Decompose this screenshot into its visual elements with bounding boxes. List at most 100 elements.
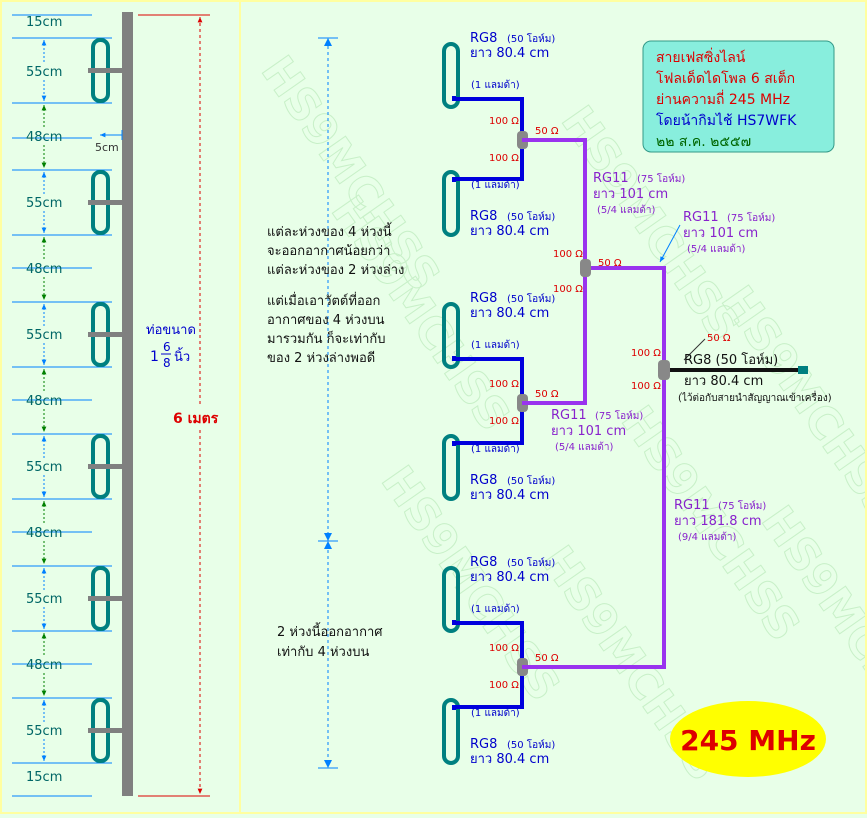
note-line: อากาศของ 4 ห่วงบน [267, 313, 385, 328]
rg8-impedance-label: (50 โอห์ม) [507, 556, 555, 569]
rg8-impedance-label: (50 โอห์ม) [507, 32, 555, 45]
feed-line-label: RG8 (50 โอห์ม) [684, 352, 778, 368]
pipe-label: ท่อขนาด [146, 323, 196, 338]
pointer-arrow [659, 224, 681, 263]
impedance-100-label: 100 Ω [631, 348, 661, 359]
rg11-length-label: ยาว 101 cm [551, 424, 626, 439]
frequency-badge: 245 MHz [670, 701, 826, 777]
rg11-cable [585, 266, 666, 370]
rg8-impedance-label: (50 โอห์ม) [507, 738, 555, 751]
rg8-impedance-label: (50 โอห์ม) [507, 292, 555, 305]
impedance-50-label: 50 Ω [535, 389, 559, 400]
note-line: 2 ห่วงนี้ออกอากาศ [277, 622, 383, 640]
rg11-wavelength-label: (5/4 แลมด้า) [687, 243, 745, 255]
gap-5cm-label: 5cm [95, 141, 119, 154]
segment-label: 48cm [26, 658, 62, 673]
impedance-100-label: 100 Ω [489, 416, 519, 427]
rg8-cable [452, 96, 524, 140]
pipe-size-unit: นิ้ว [174, 347, 190, 365]
note-line: จะออกอากาศน้อยกว่า [267, 244, 390, 259]
rg8-wavelength-label: (1 แลมด้า) [471, 603, 520, 615]
frequency-badge-text: 245 MHz [680, 724, 816, 757]
segment-label: 55cm [26, 460, 62, 475]
impedance-50-label: 50 Ω [535, 653, 559, 664]
note-line: เท่ากับ 4 ห่วงบน [277, 645, 369, 660]
feed-connector-icon [798, 366, 808, 374]
note-arrow-mid-down [324, 541, 332, 549]
rg8-label: RG8 [470, 473, 497, 488]
rg8-impedance-label: (50 โอห์ม) [507, 474, 555, 487]
folded-dipole-icon [442, 42, 460, 109]
segment-label: 55cm [26, 196, 62, 211]
impedance-50-label: 50 Ω [598, 258, 622, 269]
title-line-4: โดยน้ากิมไช้ HS7WFK [656, 112, 797, 129]
segment-label: 55cm [26, 65, 62, 80]
rg8-cable [452, 403, 524, 446]
rg8-length-label: ยาว 80.4 cm [470, 306, 549, 321]
segment-label: 48cm [26, 262, 62, 277]
segment-label: 48cm [26, 526, 62, 541]
rg8-wavelength-label: (1 แลมด้า) [471, 179, 520, 191]
rg8-length-label: ยาว 80.4 cm [470, 570, 549, 585]
rg11-long-cable [522, 370, 666, 669]
impedance-50-label: 50 Ω [535, 126, 559, 137]
main-junction-connector [658, 360, 670, 380]
impedance-100-label: 100 Ω [489, 643, 519, 654]
rg11-label: RG11 [683, 210, 719, 225]
note-line: แต่เมื่อเอาวัตต์ที่ออก [267, 292, 380, 309]
rg8-length-label: ยาว 80.4 cm [470, 224, 549, 239]
feed-length-label: ยาว 80.4 cm [684, 374, 763, 389]
rg11-wavelength-label: (9/4 แลมด้า) [678, 531, 736, 543]
note-arrow-mid-up [324, 533, 332, 541]
antenna-elevation: 15cm55cm48cm55cm48cm55cm48cm55cm48cm55cm… [12, 12, 219, 797]
pipe-size-denominator: 8 [163, 356, 171, 370]
title-line-5: ๒๒ ส.ค. ๒๕๕๗ [656, 134, 751, 150]
notes-group: แต่ละห่วงของ 4 ห่วงนี้จะออกอากาศน้อยกว่า… [267, 37, 404, 769]
segment-label: 55cm [26, 328, 62, 343]
note-line: แต่ละห่วงของ 2 ห่วงล่าง [267, 263, 404, 278]
rg11-wavelength-label: (5/4 แลมด้า) [555, 441, 613, 453]
note-arrow-bottom [324, 760, 332, 768]
title-line-1: สายเฟสซิ่งไลน์ [656, 48, 746, 66]
rg11-cable [522, 268, 587, 405]
segment-label: 15cm [26, 770, 62, 785]
rg8-length-label: ยาว 80.4 cm [470, 752, 549, 767]
impedance-100-label: 100 Ω [489, 379, 519, 390]
folded-dipole-icon [442, 698, 460, 765]
rg11-label: RG11 [593, 171, 629, 186]
folded-dipole-icon [442, 170, 460, 237]
folded-dipole-icon [442, 302, 460, 369]
rg11-length-label: ยาว 101 cm [683, 226, 758, 241]
impedance-100-label: 100 Ω [553, 249, 583, 260]
rg8-cable [452, 140, 524, 182]
frequency-badge-bg [670, 701, 826, 777]
title-line-2: โฟลเด็ดไดโพล 6 สเต็ก [656, 69, 795, 87]
rg8-label: RG8 [470, 31, 497, 46]
note-line: แต่ละห่วงของ 4 ห่วงนี้ [267, 222, 392, 240]
rg11-wavelength-label: (5/4 แลมด้า) [597, 204, 655, 216]
title-box-bg [642, 40, 835, 153]
feed-note-label: (ไว้ต่อกับสายนำสัญญาณเข้าเครื่อง) [678, 390, 832, 404]
impedance-100-label: 100 Ω [489, 680, 519, 691]
total-height-label: 6 เมตร [173, 411, 219, 427]
title-line-3: ย่านความถี่ 245 MHz [656, 90, 790, 108]
rg11-impedance-label: (75 โอห์ม) [637, 172, 685, 185]
rg11-label: RG11 [551, 408, 587, 423]
pipe-size-numerator: 6 [163, 340, 171, 354]
rg11-cable [522, 138, 587, 268]
rg8-label: RG8 [470, 555, 497, 570]
title-box: สายเฟสซิ่งไลน์ โฟลเด็ดไดโพล 6 สเต็ก ย่าน… [642, 40, 835, 153]
mast [122, 12, 133, 796]
segment-label: 55cm [26, 724, 62, 739]
impedance-100-label: 100 Ω [631, 381, 661, 392]
note-arrow-top [324, 38, 332, 46]
rg11-label: RG11 [674, 498, 710, 513]
rg11-impedance-label: (75 โอห์ม) [727, 211, 775, 224]
folded-dipole-icon [442, 434, 460, 501]
note-line: มารวมกัน ก็จะเท่ากับ [267, 329, 386, 347]
pipe-size-whole: 1 [150, 349, 159, 365]
impedance-100-label: 100 Ω [489, 116, 519, 127]
